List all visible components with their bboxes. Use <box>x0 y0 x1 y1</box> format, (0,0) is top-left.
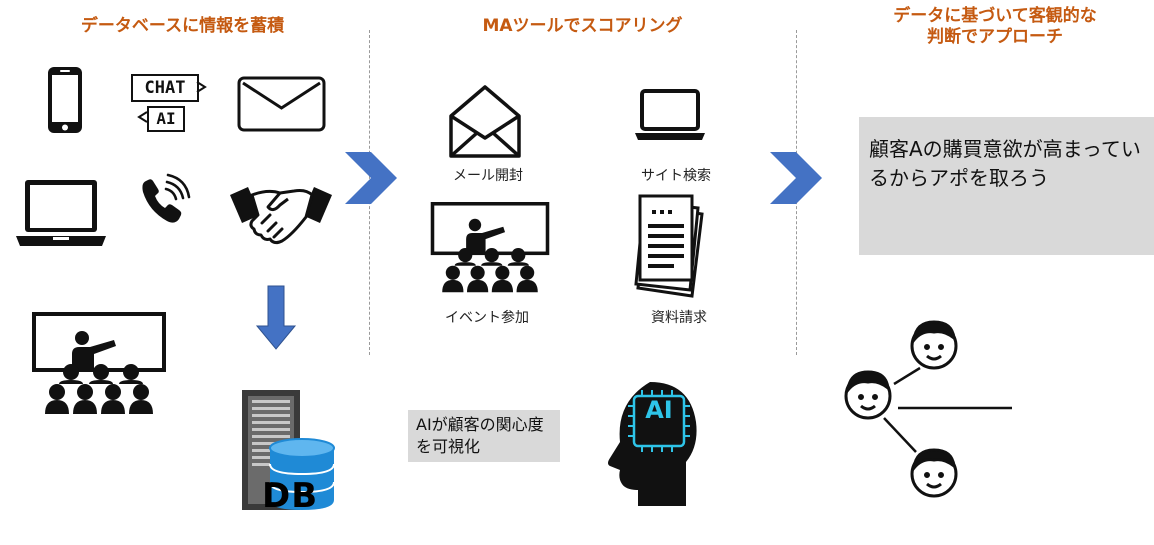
database-server-icon <box>242 390 335 510</box>
documents-icon <box>634 194 704 298</box>
db-label: DB <box>262 476 319 516</box>
down-arrow-icon <box>255 285 297 350</box>
score-label-mail-open: メール開封 <box>453 168 523 184</box>
chevron-right-icon <box>345 152 397 204</box>
ai-chip-label: AI <box>645 396 673 424</box>
customer-face-icon-bottom <box>910 448 958 498</box>
score-label-document: 資料請求 <box>651 310 707 326</box>
chat-ai-icon: CHAT AI <box>131 74 207 134</box>
customer-face-icon-left <box>844 370 892 420</box>
chat-ai-icon-ai: AI <box>147 106 185 132</box>
customer-face-icon-top <box>910 320 958 370</box>
seminar-icon <box>430 202 550 293</box>
section-title-judge-line2: 判断でアプローチ <box>927 27 1063 47</box>
section-title-score: MAツールでスコアリング <box>482 16 683 36</box>
presentation-icon <box>32 312 166 414</box>
smartphone-icon <box>48 67 82 133</box>
envelope-icon <box>237 76 326 132</box>
ai-visualization-callout: AIが顧客の関心度を可視化 <box>408 410 560 462</box>
score-label-site-search: サイト検索 <box>641 168 711 184</box>
handshake-icon <box>230 187 332 245</box>
phone-call-icon <box>142 173 191 223</box>
chevron-right-icon-2 <box>770 152 822 204</box>
section-title-collect: データベースに情報を蓄積 <box>80 16 285 36</box>
open-envelope-icon <box>449 85 521 158</box>
section-title-judge: データに基づいて客観的な 判断でアプローチ <box>845 6 1145 48</box>
customer-network-diagram <box>844 320 1012 498</box>
score-label-event: イベント参加 <box>445 310 529 326</box>
decision-callout: 顧客Aの購買意欲が高まっているからアポを取ろう <box>859 117 1154 255</box>
laptop-outline-icon <box>635 89 705 140</box>
laptop-icon <box>16 180 106 246</box>
ai-head-icon: AI <box>602 378 700 508</box>
section-title-judge-line1: データに基づいて客観的な <box>893 6 1097 26</box>
chat-ai-icon-chat: CHAT <box>131 74 199 102</box>
